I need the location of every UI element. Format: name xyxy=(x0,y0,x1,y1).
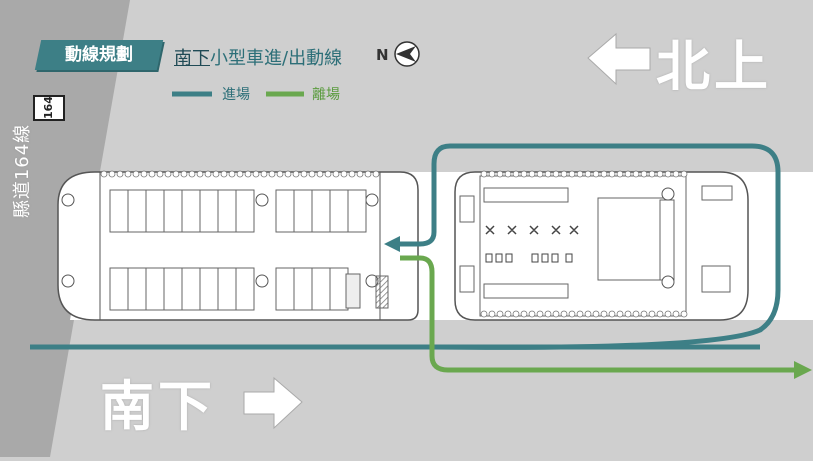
road-shield-icon: 164 xyxy=(33,95,65,121)
entry-route xyxy=(398,143,781,350)
entry-arrowhead xyxy=(384,236,400,252)
seating-marks xyxy=(485,225,579,235)
tree-row-top-left xyxy=(100,170,380,178)
north-arrow-big-icon xyxy=(587,32,651,86)
legend-exit-label: 離場 xyxy=(312,87,340,103)
subtitle-direction: 南下 xyxy=(174,48,210,69)
exit-route xyxy=(400,255,796,373)
compass-letter: N xyxy=(376,46,389,64)
north-direction-label: 北上 xyxy=(656,35,772,98)
north-arrow-icon xyxy=(394,41,420,67)
south-direction-label: 南下 xyxy=(100,375,216,438)
table-marks xyxy=(485,253,573,263)
parking-stalls-bottom xyxy=(109,267,389,311)
page-title: 動線規劃 xyxy=(34,40,164,70)
tree-row-bottom-right xyxy=(480,310,688,318)
subtitle-text: 小型車進/出動線 xyxy=(210,48,343,69)
south-arrow-big-icon xyxy=(243,376,303,430)
subtitle: 南下小型車進/出動線 xyxy=(174,44,342,70)
exit-arrowhead xyxy=(794,361,812,379)
legend-entry-label: 進場 xyxy=(222,87,250,103)
tree-row-top-right xyxy=(480,170,688,178)
parking-stalls-top xyxy=(109,189,367,233)
road-name-label: 縣道164線 xyxy=(12,123,34,219)
